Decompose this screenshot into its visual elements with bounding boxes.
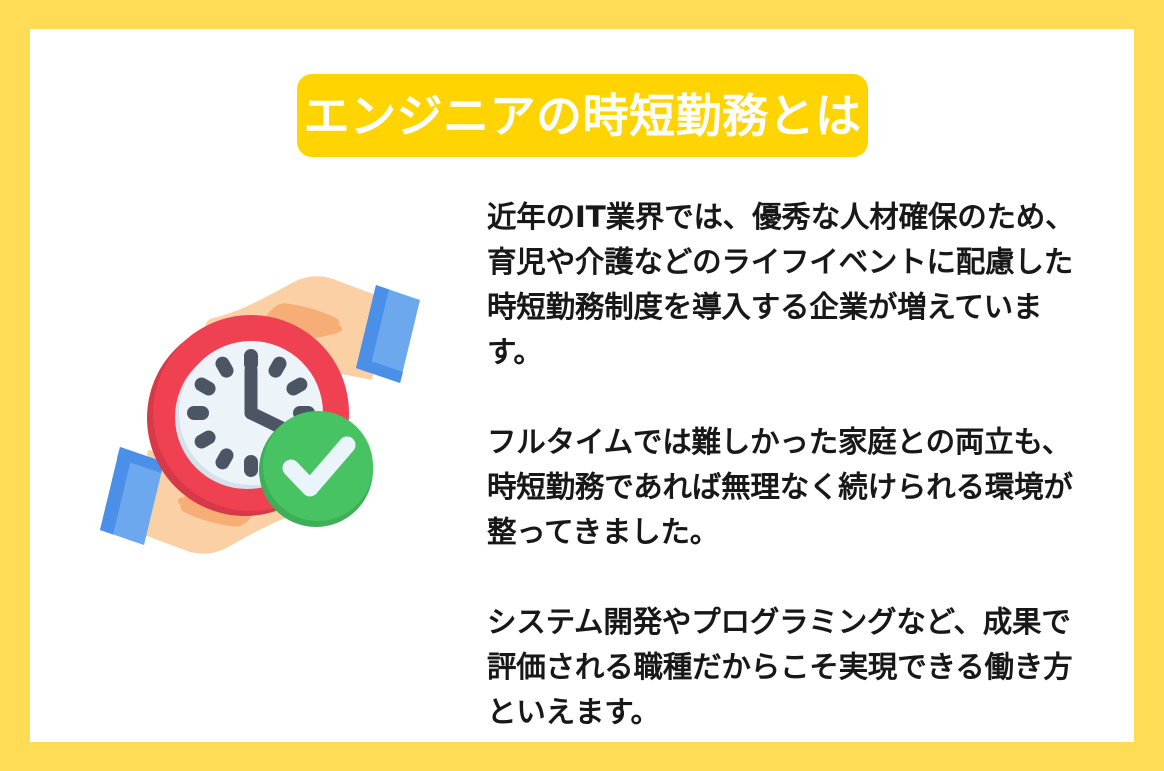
bottom-hand-sleeve-edge xyxy=(117,447,164,473)
check-badge-group xyxy=(259,411,373,527)
top-hand-sleeve-edge xyxy=(356,357,403,383)
hands-holding-clock-illustration xyxy=(90,270,430,570)
body-paragraph-2: フルタイムでは難しかった家庭との両立も、時短勤務であれば無理なく続けられる環境が… xyxy=(487,425,1073,549)
illustration-svg xyxy=(100,276,420,554)
bottom-hand-sleeve-shadow xyxy=(100,447,133,535)
check-mark-icon xyxy=(282,436,356,497)
page-title: エンジニアの時短勤務とは xyxy=(303,88,862,143)
body-paragraph-3: システム開発やプログラミングなど、成果で評価される職種だからこそ実現できる働き方… xyxy=(487,605,1073,729)
white-card: エンジニアの時短勤務とは xyxy=(30,29,1134,742)
top-hand-sleeve-shadow xyxy=(356,285,389,373)
title-badge: エンジニアの時短勤務とは xyxy=(297,74,868,157)
body-paragraph-1: 近年のIT業界では、優秀な人材確保のため、育児や介護などのライフイベントに配慮し… xyxy=(487,200,1075,369)
body-copy: 近年のIT業界では、優秀な人材確保のため、育児や介護などのライフイベントに配慮し… xyxy=(487,195,1079,735)
